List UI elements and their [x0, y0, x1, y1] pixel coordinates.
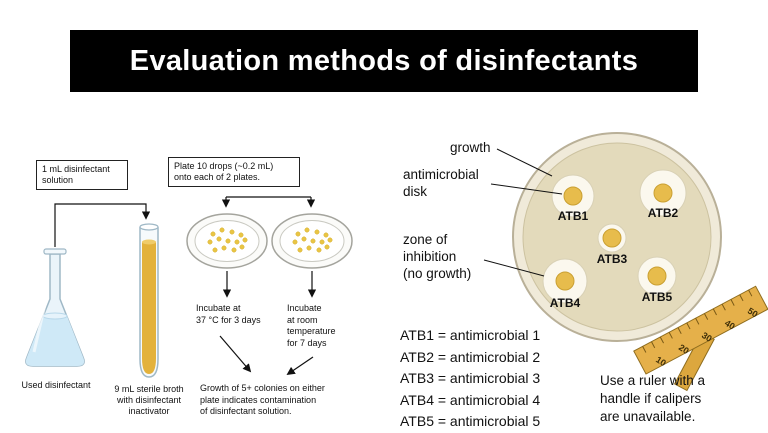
disk-label-atb5: ATB5 [641, 290, 673, 304]
atb-legend: ATB1 = antimicrobial 1 ATB2 = antimicrob… [400, 325, 540, 433]
petri-dish-1 [186, 213, 268, 269]
test-tube-illustration [139, 223, 159, 378]
petri-dish-2 [271, 213, 353, 269]
legend-line: ATB5 = antimicrobial 5 [400, 413, 541, 429]
disk-label-atb4: ATB4 [549, 296, 581, 310]
disinfectant-volume-label: 1 mL disinfectant solution [36, 160, 128, 190]
ruler-number: 40 [723, 318, 737, 332]
ruler-note: Use a ruler with a handle if calipers ar… [600, 373, 706, 424]
tube-caption: 9 mL sterile broth with disinfectant ina… [114, 384, 184, 416]
ruler-number: 50 [746, 306, 760, 320]
disk-label-atb3: ATB3 [596, 252, 628, 266]
legend-line: ATB4 = antimicrobial 4 [400, 391, 541, 408]
flask-illustration [25, 248, 85, 367]
plating-instruction-label: Plate 10 drops (~0.2 mL) onto each of 2 … [168, 157, 300, 187]
disk-label-atb1: ATB1 [557, 209, 589, 223]
growth-label: growth [450, 140, 491, 155]
ruler-number: 30 [700, 330, 714, 344]
antimicrobial-disk-label: antimicrobial disk [403, 167, 479, 199]
contamination-result-note: Growth of 5+ colonies on either plate in… [200, 383, 325, 416]
title-banner: Evaluation methods of disinfectants [70, 30, 698, 92]
legend-line: ATB2 = antimicrobial 2 [400, 348, 541, 365]
legend-line: ATB1 = antimicrobial 1 [400, 327, 541, 343]
pointer-lines [483, 148, 563, 277]
disk-diffusion-plate [512, 132, 722, 342]
flow-arrows [54, 196, 317, 376]
ruler-number: 10 [654, 354, 668, 368]
page-title: Evaluation methods of disinfectants [129, 44, 639, 77]
disk-label-atb2: ATB2 [647, 206, 679, 220]
legend-line: ATB3 = antimicrobial 3 [400, 370, 541, 386]
zone-of-inhibition-label: zone of inhibition (no growth) [403, 232, 472, 281]
colonies-dish-2 [292, 227, 333, 253]
flask-caption: Used disinfectant [21, 380, 91, 390]
ruler-number: 20 [677, 342, 691, 356]
antimicrobial-disks [555, 183, 673, 291]
ruler-illustration: 10 20 30 40 50 [633, 285, 768, 392]
colonies-dish-1 [207, 227, 248, 253]
incubation-37c-label: Incubate at 37 °C for 3 days [196, 303, 261, 325]
incubation-room-label: Incubate at room temperature for 7 days [287, 303, 336, 348]
